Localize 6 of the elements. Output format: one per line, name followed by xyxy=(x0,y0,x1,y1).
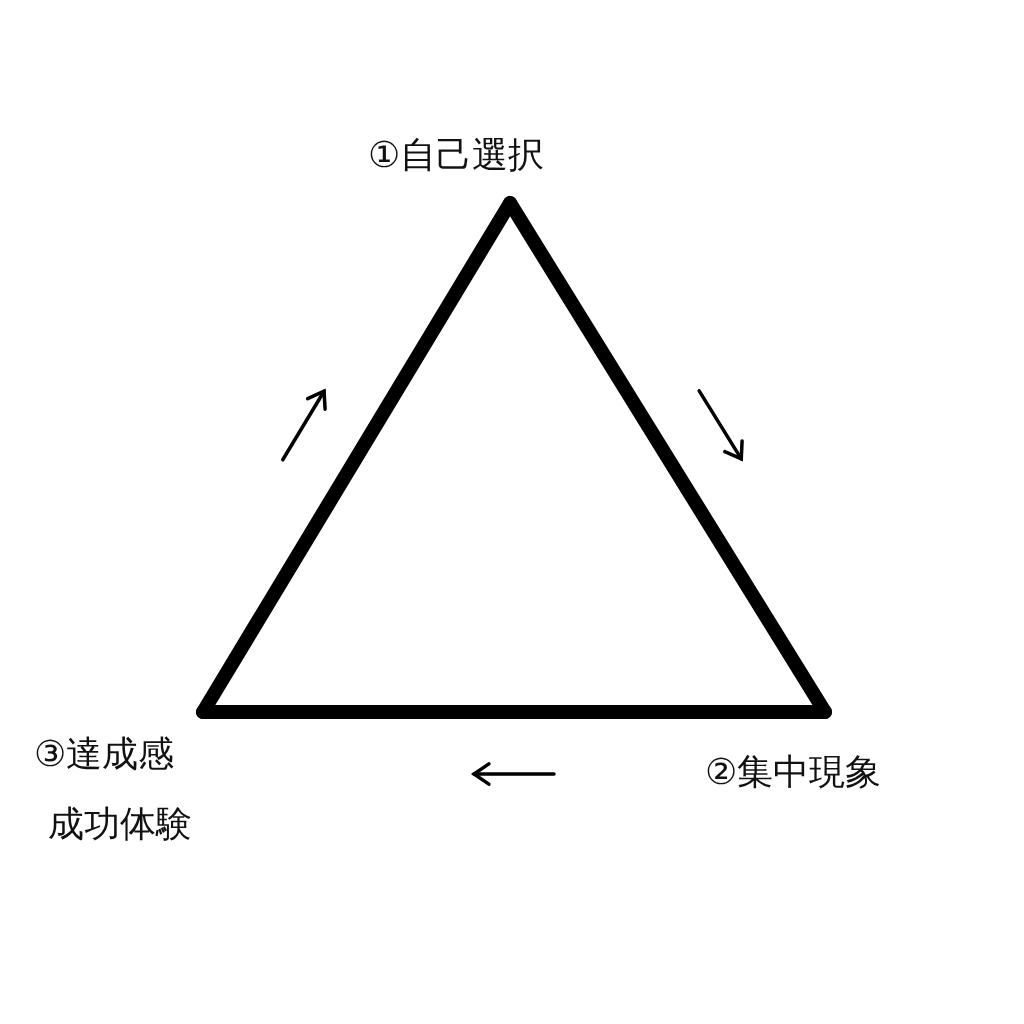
triangle-side xyxy=(196,705,832,719)
vertex-label: ②集中現象 xyxy=(705,752,882,792)
vertex-label: ①自己選択 xyxy=(368,135,545,175)
vertex-label: 成功体験 xyxy=(48,804,192,844)
triangle-side xyxy=(196,196,517,719)
vertex-label: ③達成感 xyxy=(34,734,175,774)
